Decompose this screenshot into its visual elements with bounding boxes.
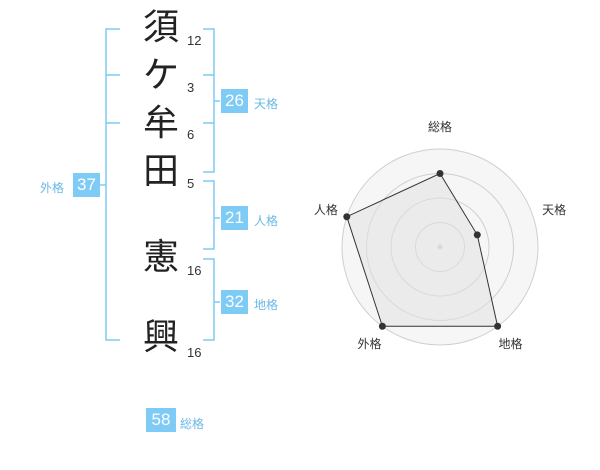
radar-axis-label-1: 総格 bbox=[428, 119, 452, 134]
radar-point-5 bbox=[343, 213, 351, 221]
jinkaku-value: 21 bbox=[221, 206, 248, 230]
jinkaku-label: 人格 bbox=[254, 214, 279, 228]
radar-point-3 bbox=[494, 322, 502, 330]
chikaku-bracket bbox=[203, 258, 215, 341]
radar-axis-label-4: 外格 bbox=[357, 336, 381, 351]
stroke-count-6: 16 bbox=[187, 345, 202, 360]
soukaku-label: 総格 bbox=[180, 417, 205, 431]
tenkaku-bracket bbox=[203, 28, 215, 173]
soukaku-value: 58 bbox=[146, 408, 176, 432]
name-char-1: 須 bbox=[142, 7, 179, 48]
radar-polygon bbox=[346, 172, 499, 327]
name-char-6: 興 bbox=[142, 317, 179, 358]
radar-point-4 bbox=[378, 322, 386, 330]
radar-axis-label-2: 天格 bbox=[542, 202, 566, 217]
tenkaku-value: 26 bbox=[221, 89, 248, 113]
chikaku-label: 地格 bbox=[254, 298, 279, 312]
name-char-3: 牟 bbox=[142, 103, 179, 144]
radar-axis-label-5: 人格 bbox=[314, 202, 338, 217]
jinkaku-bracket bbox=[203, 180, 215, 250]
radar-axis-label-3: 地格 bbox=[499, 336, 523, 351]
name-char-2: ケ bbox=[142, 55, 179, 96]
gaikaku-label: 外格 bbox=[40, 181, 65, 195]
stroke-count-2: 3 bbox=[187, 80, 195, 95]
stroke-count-1: 12 bbox=[187, 33, 202, 48]
gaikaku-value: 37 bbox=[73, 173, 100, 197]
chikaku-value: 32 bbox=[221, 290, 248, 314]
stroke-count-5: 16 bbox=[187, 263, 202, 278]
name-char-5: 憲 bbox=[142, 237, 179, 278]
radar-point-2 bbox=[473, 231, 481, 239]
name-char-4: 田 bbox=[142, 151, 179, 192]
radar-point-1 bbox=[436, 170, 444, 177]
stroke-count-4: 5 bbox=[187, 176, 195, 191]
stroke-count-3: 6 bbox=[187, 127, 195, 142]
tenkaku-label: 天格 bbox=[254, 97, 279, 111]
